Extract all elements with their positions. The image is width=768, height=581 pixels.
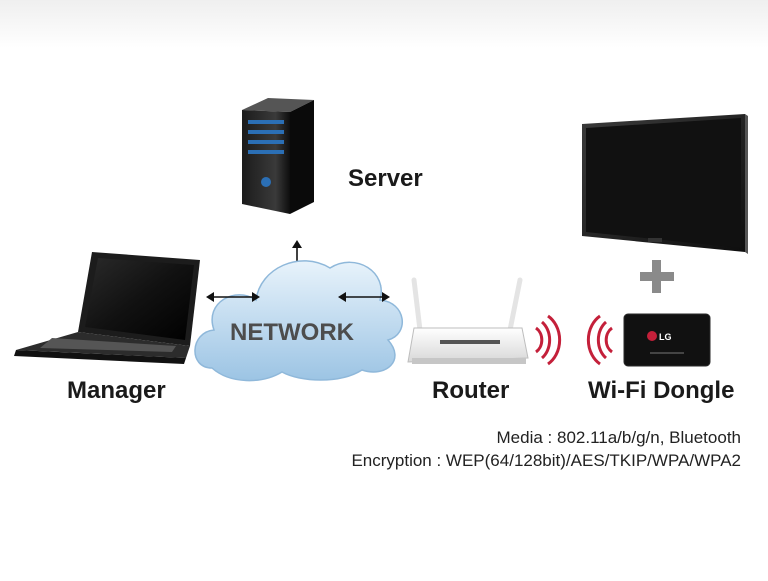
tv-display-icon [582,114,748,254]
network-label: NETWORK [230,319,355,346]
top-band [0,0,768,48]
laptop-icon [14,252,200,364]
router-wifi-waves-icon [535,314,562,366]
dongle-brand-label: LG [659,332,672,342]
media-spec: Media : 802.11a/b/g/n, Bluetooth [496,428,741,447]
server-icon [242,98,314,214]
dongle-wifi-waves-icon [586,314,613,366]
router-icon [407,277,529,364]
plus-icon [640,260,674,293]
network-cloud: NETWORK [194,260,403,382]
router-link-arrow [338,292,390,302]
manager-link-arrow [206,292,260,302]
encryption-spec: Encryption : WEP(64/128bit)/AES/TKIP/WPA… [351,451,741,470]
router-label: Router [432,377,510,404]
wifi-dongle-label: Wi-Fi Dongle [588,377,735,404]
server-label: Server [348,165,423,192]
manager-label: Manager [67,377,166,404]
wifi-dongle-icon: LG [623,313,711,367]
